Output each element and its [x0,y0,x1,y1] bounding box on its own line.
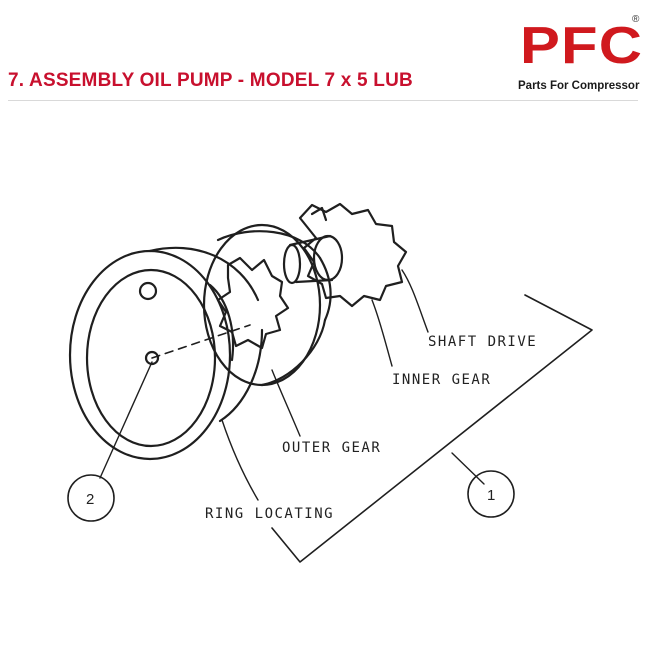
leader-shaft-drive [401,269,429,333]
logo-mark: PFC [520,17,644,75]
title-divider [8,100,638,101]
registered-mark: ® [632,14,640,25]
pfc-logo: PFC ® Parts For Compressor [518,14,646,98]
leader-item-2 [99,361,153,479]
label-inner-gear: INNER GEAR [392,372,491,388]
inner-gear-shaft-part [282,202,408,308]
item-2-number: 2 [86,491,94,508]
leader-item-1 [451,452,485,485]
page-title: 7. ASSEMBLY OIL PUMP - MODEL 7 x 5 LUB [8,70,413,91]
item-1-bracket [271,294,593,563]
leader-inner-gear [371,299,393,367]
item-2-balloon [67,474,115,522]
label-ring-locating: RING LOCATING [205,506,334,522]
label-outer-gear: OUTER GEAR [282,440,381,456]
leader-outer-gear [271,369,301,437]
item-1-number: 1 [487,487,495,504]
label-shaft-drive: SHAFT DRIVE [428,334,537,350]
leader-ring-locating [221,419,259,501]
center-axis [151,324,251,359]
item-1-balloon [467,470,515,518]
outer-gear-part [202,223,332,387]
logo-tagline: Parts For Compressor [518,80,640,92]
